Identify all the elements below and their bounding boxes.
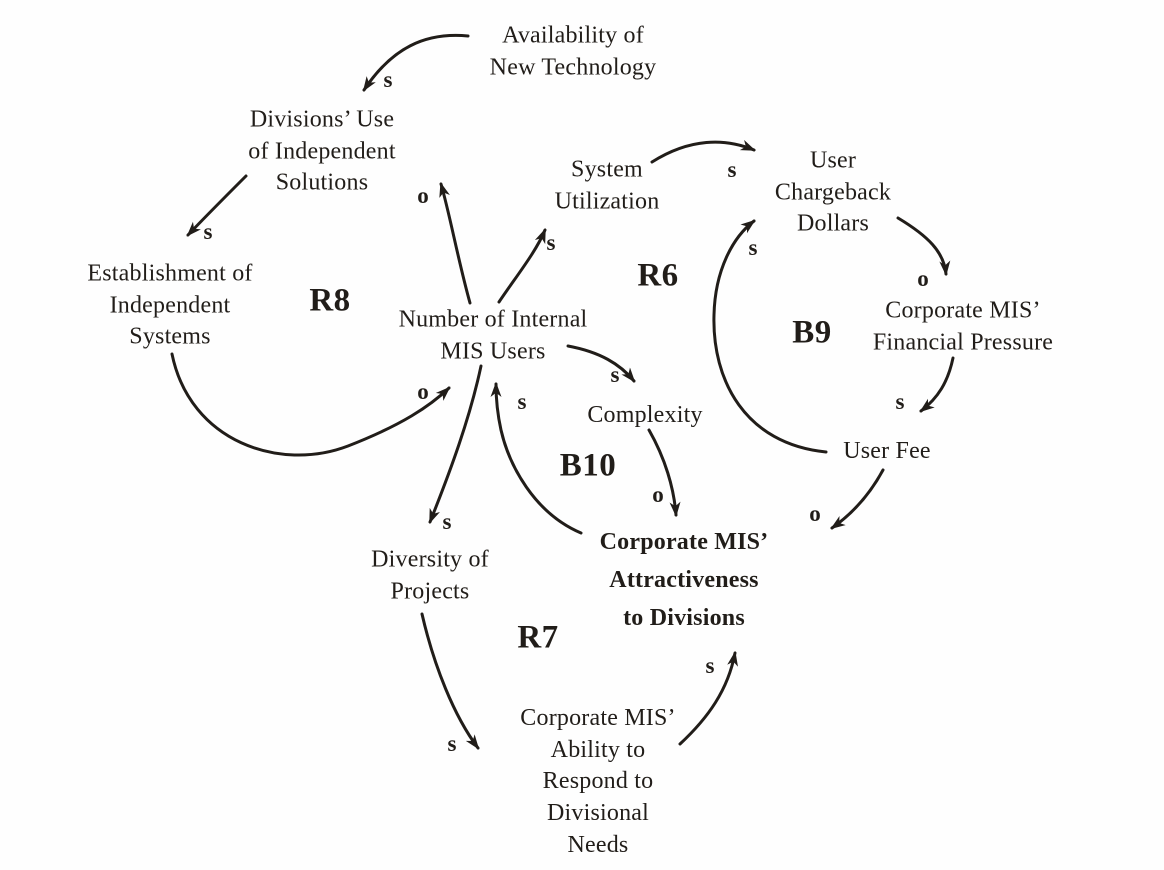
- node-diversity-of-projects: Diversity of Projects: [371, 546, 489, 604]
- polarity-mis-users-to-diversity: s: [442, 509, 452, 534]
- arrow-mis-users-to-diversity: [428, 364, 483, 524]
- loop-label-b9: B9: [792, 314, 832, 351]
- node-number-of-internal-mis-users: Number of Internal MIS Users: [398, 306, 588, 364]
- arrow-user-fee-to-attractiveness: [830, 468, 885, 530]
- node-corporate-mis-ability-to-respond: Corporate MIS’ Ability to Respond to Div…: [520, 704, 676, 858]
- arrow-financial-pressure-to-user-fee: [919, 356, 955, 413]
- loop-label-b10: B10: [559, 447, 617, 484]
- arrow-divisions-use-to-establishment: [186, 174, 248, 237]
- polarity-user-fee-to-chargeback: s: [748, 235, 758, 260]
- polarity-attractiveness-to-mis-users: s: [517, 389, 527, 414]
- arrow-mis-users-to-complexity: [566, 344, 636, 383]
- polarity-ability-to-attractiveness: s: [705, 653, 715, 678]
- polarity-system-utilization-to-chargeback: s: [727, 157, 737, 182]
- polarity-chargeback-to-financial-pressure: o: [917, 266, 929, 291]
- arrow-ability-to-attractiveness: [678, 651, 738, 746]
- arrow-diversity-to-ability: [420, 612, 480, 750]
- node-user-fee: User Fee: [843, 438, 931, 465]
- node-corporate-mis-financial-pressure: Corporate MIS’ Financial Pressure: [872, 297, 1054, 355]
- loop-label-r8: R8: [309, 282, 351, 319]
- node-complexity: Complexity: [587, 402, 703, 429]
- node-user-chargeback-dollars: User Chargeback Dollars: [774, 147, 892, 237]
- arrow-mis-users-to-divisions-use: [439, 182, 472, 305]
- polarity-mis-users-to-complexity: s: [610, 362, 620, 387]
- arrow-complexity-to-attractiveness: [647, 428, 681, 517]
- node-establishment-of-independent-systems: Establishment of Independent Systems: [87, 260, 253, 350]
- arrow-chargeback-to-financial-pressure: [896, 216, 951, 276]
- polarity-financial-pressure-to-user-fee: s: [895, 389, 905, 414]
- polarity-mis-users-to-divisions-use: o: [417, 183, 429, 208]
- node-system-utilization: System Utilization: [554, 156, 660, 214]
- polarity-availability-to-divisions-use: s: [383, 67, 393, 92]
- polarity-diversity-to-ability: s: [447, 731, 457, 756]
- arrow-availability-to-divisions-use: [362, 33, 470, 92]
- arrow-system-utilization-to-chargeback: [650, 139, 756, 164]
- loop-label-r7: R7: [517, 619, 559, 656]
- arrow-user-fee-to-chargeback: [712, 219, 828, 454]
- arrow-establishment-to-mis-users: [170, 352, 451, 457]
- polarity-user-fee-to-attractiveness: o: [809, 501, 821, 526]
- node-availability-of-new-technology: Availability of New Technology: [489, 22, 657, 80]
- node-corporate-mis-attractiveness-to-divisions: Corporate MIS’ Attractiveness to Divisio…: [599, 529, 769, 631]
- polarity-divisions-use-to-establishment: s: [203, 219, 213, 244]
- polarity-mis-users-to-system-utilization: s: [546, 230, 556, 255]
- polarity-establishment-to-mis-users: o: [417, 379, 429, 404]
- arrow-attractiveness-to-mis-users: [490, 382, 583, 535]
- arrow-mis-users-to-system-utilization: [497, 228, 547, 304]
- loop-label-r6: R6: [637, 257, 679, 294]
- node-divisions-use-of-independent-solutions: Divisions’ Use of Independent Solutions: [248, 106, 396, 196]
- polarity-complexity-to-attractiveness: o: [652, 482, 664, 507]
